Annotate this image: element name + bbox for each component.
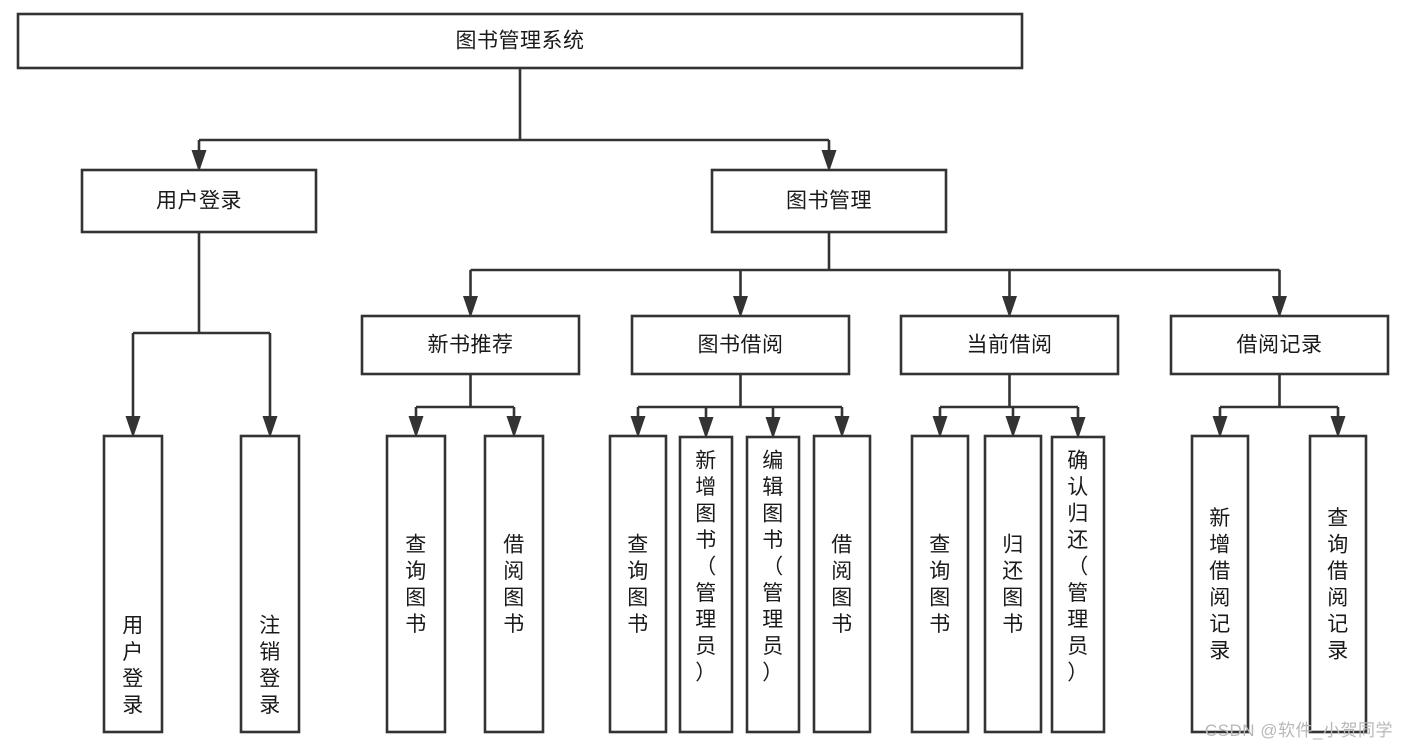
node-box-user-login[interactable] [80, 168, 318, 234]
node-box-leaf-logout[interactable] [239, 434, 301, 734]
node-user-login[interactable]: 用户登录 [80, 168, 318, 234]
node-leaf-borrow-book-1[interactable]: 借阅图书 [483, 434, 545, 734]
arrow-head-icon [1212, 416, 1228, 438]
node-box-leaf-user-login[interactable] [102, 434, 164, 734]
arrow-head-icon [1272, 296, 1287, 318]
node-label-leaf-add-record: 新增借阅记录 [1209, 507, 1231, 663]
node-label-book-borrow: 图书借阅 [698, 334, 784, 357]
arrow-head-icon [932, 416, 948, 438]
node-label-new-book-recommend: 新书推荐 [428, 334, 514, 357]
node-label-root: 图书管理系统 [456, 30, 585, 53]
node-label-leaf-return-book: 归还图书 [1002, 534, 1024, 637]
connector-group-book-manage [463, 232, 1287, 318]
arrow-head-icon [191, 150, 207, 172]
node-label-leaf-query-book-1: 查询图书 [405, 534, 427, 637]
node-box-leaf-return-book[interactable] [983, 434, 1043, 734]
arrow-head-icon [765, 417, 781, 439]
arrow-head-icon [733, 296, 748, 318]
node-box-leaf-edit-book[interactable] [745, 435, 801, 734]
node-leaf-query-book-3[interactable]: 查询图书 [910, 434, 970, 734]
arrow-head-icon [1005, 416, 1021, 438]
arrow-head-icon [1002, 296, 1017, 318]
connector-group-book-borrow [630, 374, 850, 439]
node-leaf-user-login[interactable]: 用户登录 [102, 434, 164, 734]
connector-group-root [191, 68, 837, 172]
node-label-book-manage: 图书管理 [786, 190, 872, 213]
node-label-user-login: 用户登录 [156, 190, 242, 213]
node-label-leaf-edit-book: 编辑图书（管理员） [762, 450, 784, 685]
node-leaf-confirm-return[interactable]: 确认归还（管理员） [1050, 435, 1106, 734]
node-borrow-record[interactable]: 借阅记录 [1169, 314, 1390, 376]
node-label-leaf-query-book-3: 查询图书 [929, 534, 951, 637]
node-leaf-return-book[interactable]: 归还图书 [983, 434, 1043, 734]
node-leaf-query-record[interactable]: 查询借阅记录 [1308, 434, 1368, 734]
arrow-head-icon [1070, 417, 1086, 439]
node-box-leaf-borrow-book-2[interactable] [812, 434, 872, 734]
node-label-leaf-borrow-book-2: 借阅图书 [831, 534, 853, 637]
node-label-leaf-confirm-return: 确认归还（管理员） [1067, 450, 1089, 685]
node-box-leaf-add-book[interactable] [678, 435, 734, 734]
arrow-head-icon [630, 416, 646, 438]
node-leaf-add-record[interactable]: 新增借阅记录 [1190, 434, 1250, 734]
node-leaf-query-book-1[interactable]: 查询图书 [385, 434, 447, 734]
connector-layer [125, 68, 1346, 439]
node-box-root[interactable] [16, 12, 1024, 70]
node-book-manage[interactable]: 图书管理 [710, 168, 948, 234]
arrow-head-icon [506, 416, 522, 438]
arrow-head-icon [408, 416, 424, 438]
node-box-leaf-query-book-3[interactable] [910, 434, 970, 734]
node-leaf-borrow-book-2[interactable]: 借阅图书 [812, 434, 872, 734]
node-label-borrow-record: 借阅记录 [1237, 334, 1323, 357]
arrow-head-icon [1330, 416, 1346, 438]
connector-group-new-book-recommend [408, 374, 522, 438]
arrow-head-icon [262, 416, 278, 438]
node-label-leaf-add-book: 新增图书（管理员） [695, 450, 717, 685]
node-box-book-borrow[interactable] [630, 314, 851, 376]
node-label-leaf-borrow-book-1: 借阅图书 [503, 534, 525, 637]
node-new-book-recommend[interactable]: 新书推荐 [360, 314, 581, 376]
node-box-leaf-query-book-2[interactable] [608, 434, 668, 734]
node-layer: 图书管理系统用户登录图书管理新书推荐图书借阅当前借阅借阅记录用户登录注销登录查询… [16, 12, 1390, 734]
node-box-new-book-recommend[interactable] [360, 314, 581, 376]
node-label-leaf-user-login: 用户登录 [122, 615, 144, 718]
arrow-head-icon [463, 296, 478, 318]
node-box-leaf-query-record[interactable] [1308, 434, 1368, 734]
node-label-current-borrow: 当前借阅 [967, 334, 1053, 357]
node-leaf-query-book-2[interactable]: 查询图书 [608, 434, 668, 734]
node-current-borrow[interactable]: 当前借阅 [899, 314, 1120, 376]
node-box-leaf-add-record[interactable] [1190, 434, 1250, 734]
node-leaf-add-book[interactable]: 新增图书（管理员） [678, 435, 734, 734]
node-box-leaf-borrow-book-1[interactable] [483, 434, 545, 734]
arrow-head-icon [821, 150, 837, 172]
arrow-head-icon [125, 416, 141, 438]
arrow-head-icon [698, 417, 714, 439]
node-box-borrow-record[interactable] [1169, 314, 1390, 376]
node-label-leaf-logout: 注销登录 [259, 615, 281, 718]
node-leaf-edit-book[interactable]: 编辑图书（管理员） [745, 435, 801, 734]
node-box-current-borrow[interactable] [899, 314, 1120, 376]
node-book-borrow[interactable]: 图书借阅 [630, 314, 851, 376]
connector-group-borrow-record [1212, 374, 1346, 438]
connector-group-user-login [125, 232, 278, 438]
connector-group-current-borrow [932, 374, 1086, 439]
node-box-book-manage[interactable] [710, 168, 948, 234]
node-box-leaf-confirm-return[interactable] [1050, 435, 1106, 734]
arrow-head-icon [834, 416, 850, 438]
node-box-leaf-query-book-1[interactable] [385, 434, 447, 734]
node-leaf-logout[interactable]: 注销登录 [239, 434, 301, 734]
node-label-leaf-query-book-2: 查询图书 [627, 534, 649, 637]
node-root[interactable]: 图书管理系统 [16, 12, 1024, 70]
node-label-leaf-query-record: 查询借阅记录 [1327, 507, 1349, 663]
